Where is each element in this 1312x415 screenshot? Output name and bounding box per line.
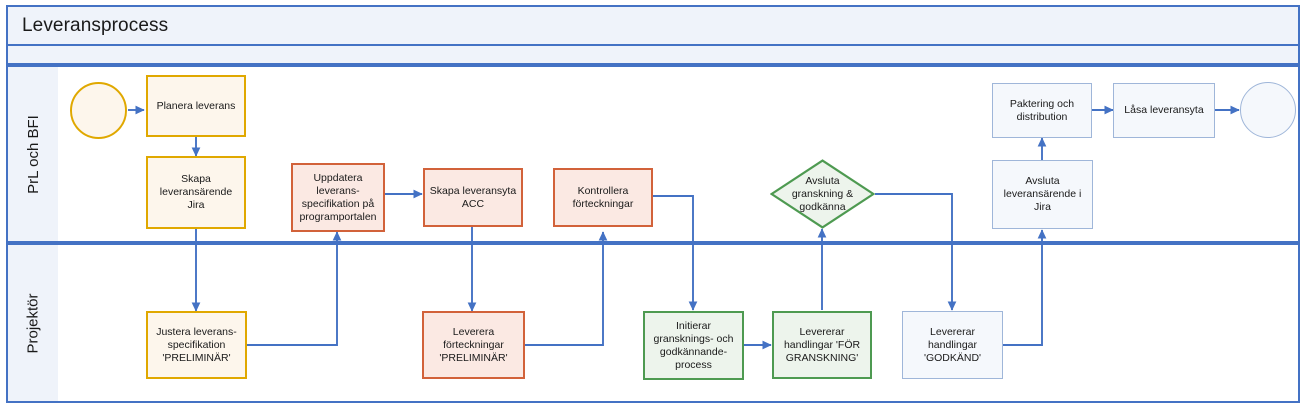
node-levererar-handlingar-granskning[interactable]: Levererar handlingar 'FÖR GRANSKNING' <box>772 311 872 379</box>
node-initierar-granskningsprocess[interactable]: Initierar gransknings- och godkännande- … <box>643 311 744 380</box>
end-event-circle[interactable] <box>1240 82 1296 138</box>
node-uppdatera-leveransspecifikation[interactable]: Uppdatera leverans- specifikation på pro… <box>291 163 385 232</box>
node-planera-leverans[interactable]: Planera leverans <box>146 75 246 137</box>
node-label: Initierar gransknings- och godkännande- … <box>653 319 734 371</box>
swimlane-label-prl-och-bfi: PrL och BFI <box>8 67 58 241</box>
node-skapa-leveransarende-jira[interactable]: Skapa leveransärende Jira <box>146 156 246 229</box>
node-label: Justera leverans- specifikation 'PRELIMI… <box>156 325 237 364</box>
page-title: Leveransprocess <box>22 14 169 36</box>
node-label: Kontrollera förteckningar <box>572 184 634 210</box>
node-label: Uppdatera leverans- specifikation på pro… <box>299 171 377 223</box>
node-label: Leverera förteckningar 'PRELIMINÄR' <box>439 325 508 364</box>
node-skapa-leveransyta-acc[interactable]: Skapa leveransyta ACC <box>423 168 523 227</box>
node-avsluta-leveransarende-jira[interactable]: Avsluta leveransärende i Jira <box>992 160 1093 229</box>
node-lasa-leveransyta[interactable]: Låsa leveransyta <box>1113 83 1215 138</box>
node-label: Skapa leveransärende Jira <box>159 173 233 211</box>
node-label: Paktering och distribution <box>1009 97 1075 123</box>
node-label: Avsluta leveransärende i Jira <box>1003 175 1082 213</box>
node-justera-leveransspecifikation[interactable]: Justera leverans- specifikation 'PRELIMI… <box>146 311 247 379</box>
pool-subheader-band <box>6 46 1300 65</box>
node-leverera-forteckningar[interactable]: Leverera förteckningar 'PRELIMINÄR' <box>422 311 525 379</box>
node-kontrollera-forteckningar[interactable]: Kontrollera förteckningar <box>553 168 653 227</box>
start-event-circle[interactable] <box>70 82 127 139</box>
node-label: Levererar handlingar 'GODKÄND' <box>923 325 982 364</box>
decision-diamond-shape <box>770 159 875 229</box>
node-label: Planera leverans <box>156 99 236 112</box>
node-levererar-handlingar-godkand[interactable]: Levererar handlingar 'GODKÄND' <box>902 311 1003 379</box>
node-label: Låsa leveransyta <box>1124 104 1204 116</box>
pool-title-bar: Leveransprocess <box>6 5 1300 46</box>
swimlane-label-text: PrL och BFI <box>24 114 42 194</box>
swimlane-label-text: Projektör <box>24 292 42 354</box>
node-label: Avsluta granskning & godkänna <box>791 174 854 213</box>
node-paktering-distribution[interactable]: Paktering och distribution <box>992 83 1092 138</box>
node-label: Levererar handlingar 'FÖR GRANSKNING' <box>783 325 861 364</box>
node-avsluta-granskning-godkanna[interactable]: Avsluta granskning & godkänna <box>770 159 875 229</box>
node-label: Skapa leveransyta ACC <box>429 184 517 210</box>
swimlane-label-projektor: Projektör <box>8 245 58 401</box>
